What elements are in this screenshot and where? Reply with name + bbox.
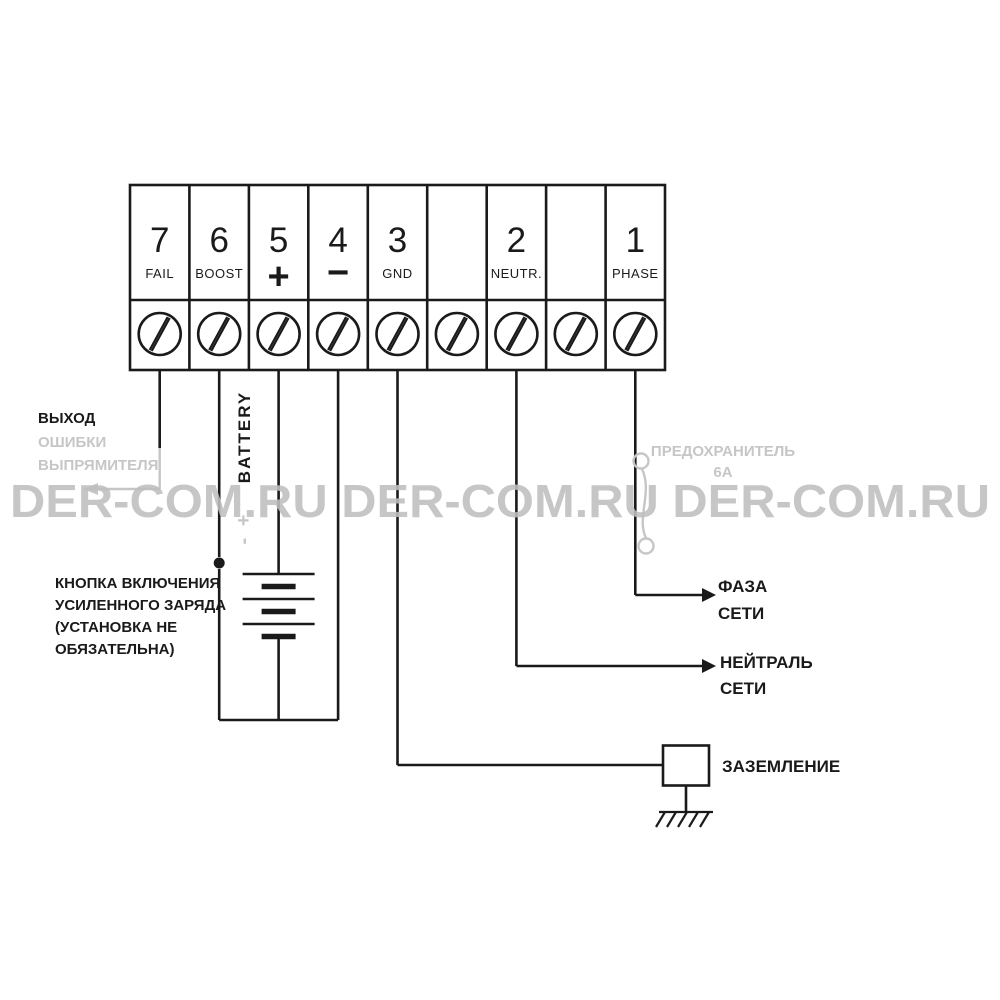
terminal-cell-7: 7 FAIL [145,221,174,281]
neutral-line2: СЕТИ [720,679,766,698]
phase-arrow-right-icon [702,588,716,602]
ground-hatch-5 [699,811,710,828]
terminal-cell-3: 3 GND [382,221,412,281]
phase-line1: ФАЗА [718,577,767,596]
terminal-label: PHASE [612,266,659,281]
phase-line2: СЕТИ [718,604,764,623]
terminal-6-screw-icon [196,311,242,357]
terminal-cell-1: 1 PHASE [612,221,659,281]
rectifier-fail-label: ВЫХОД ОШИБКИ ВЫПРЯМИТЕЛЯ [38,410,158,474]
ground-box [661,744,711,787]
battery-label: BATTERY [235,391,254,483]
terminal-number: 1 [626,221,645,260]
fuse-line1: ПРЕДОХРАНИТЕЛЬ [651,443,795,460]
terminal-cell-2: 2 NEUTR. [491,221,542,281]
terminal-cell-4: 4 − [327,221,349,294]
terminal-number: 6 [209,221,228,260]
watermark-text: DER-COM.RU DER-COM.RU DER-COM.RU [10,475,990,527]
ground-hatch-2 [666,811,677,828]
ground-label: ЗАЗЕМЛЕНИЕ [722,757,840,776]
terminal-5-screw-icon [256,311,301,357]
terminal-number: 5 [269,221,288,260]
terminal-label: NEUTR. [491,266,542,281]
neutral-line1: НЕЙТРАЛЬ [720,653,813,672]
terminal-cell-5: 5 + [267,221,289,298]
terminal-number: 3 [388,221,407,260]
terminal-number: 2 [507,221,526,260]
boost-button-dot-icon [213,557,225,569]
neutral-label: НЕЙТРАЛЬ СЕТИ [720,653,813,698]
ground-hatch-1 [655,811,666,828]
fuse-line2: 6А [713,464,732,481]
fail-arrow-left-icon [83,483,98,495]
terminal-blank-a-screw-icon [434,311,480,357]
boost-button-line3: (УСТАНОВКА НЕ [55,619,177,636]
terminal-label: − [327,252,349,294]
fuse-bottom-circle-icon [637,537,655,555]
terminal-1-screw-icon [612,311,658,357]
terminal-7-screw-icon [137,311,182,357]
terminal-label: FAIL [145,266,174,281]
phase-label: ФАЗА СЕТИ [718,577,767,623]
fuse-top-circle-icon [632,452,650,470]
rectifier-fail-line2: ОШИБКИ [38,434,106,451]
terminal-blank-b-screw-icon [553,311,599,357]
rectifier-fail-line1: ВЫХОД [38,410,96,427]
boost-button-line2: УСИЛЕННОГО ЗАРЯДА [55,597,226,614]
terminal-3-screw-icon [375,311,420,357]
boost-button-line1: КНОПКА ВКЛЮЧЕНИЯ [55,575,220,592]
terminal-cell-6: 6 BOOST [195,221,243,281]
ground-hatch-3 [677,811,688,828]
terminal-number: 7 [150,221,169,260]
terminal-number: 4 [328,221,347,260]
neutral-arrow-right-icon [702,659,716,673]
terminal-label: BOOST [195,266,243,281]
fuse-link [640,468,648,539]
fuse-label: ПРЕДОХРАНИТЕЛЬ 6А [651,443,795,481]
terminal-2-screw-icon [494,311,539,357]
ground-hatch-4 [688,811,699,828]
boost-button-label: КНОПКА ВКЛЮЧЕНИЯ УСИЛЕННОГО ЗАРЯДА (УСТА… [55,575,226,658]
terminal-label: GND [382,266,412,281]
boost-button-line4: ОБЯЗАТЕЛЬНА) [55,641,174,658]
terminal-4-screw-icon [315,311,361,357]
battery-polarity-label: - + [233,512,255,545]
rectifier-fail-line3: ВЫПРЯМИТЕЛЯ [38,457,158,474]
terminal-label: + [267,256,289,298]
